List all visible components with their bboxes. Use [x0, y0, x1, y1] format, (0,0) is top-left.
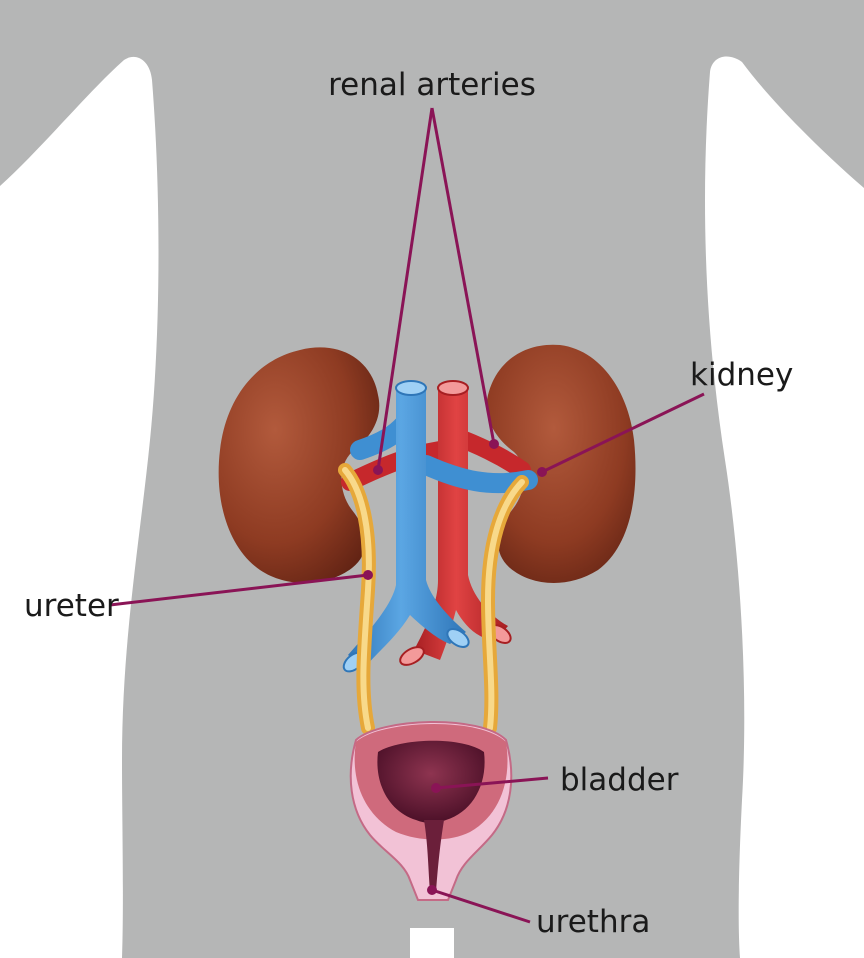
renal-arteries-dot-right — [489, 439, 499, 449]
right-iliac-artery-end — [399, 646, 425, 666]
bladder-lumen — [377, 740, 485, 823]
label-ureter: ureter — [24, 588, 119, 624]
vena-cava-opening — [395, 380, 427, 396]
label-urethra: urethra — [536, 904, 650, 940]
renal-arteries-leader-left — [376, 107, 434, 471]
right-ureter-highlight — [484, 479, 525, 731]
kidney-dot — [537, 467, 547, 477]
leader-endpoints — [363, 439, 547, 895]
urethra-channel — [424, 820, 444, 892]
kidney-leader — [541, 392, 705, 474]
renal-arteries-dot-left — [373, 465, 383, 475]
vena-cava — [348, 388, 466, 668]
leader-lines — [109, 107, 705, 924]
bladder-leader — [435, 776, 549, 790]
aorta-opening — [437, 380, 469, 396]
bladder-dot — [431, 783, 441, 793]
label-kidney: kidney — [690, 357, 793, 393]
ureter-dot — [363, 570, 373, 580]
urethra-leader — [431, 888, 531, 924]
urethra-dot — [427, 885, 437, 895]
left-kidney — [218, 347, 380, 583]
renal-arteries-leader-right — [430, 107, 496, 445]
ureter-leader — [109, 573, 369, 607]
label-renal-arteries: renal arteries — [328, 67, 536, 103]
left-ureter-highlight — [342, 467, 372, 731]
label-bladder: bladder — [560, 762, 679, 798]
left-iliac-vein-end — [446, 628, 470, 648]
aorta — [414, 388, 508, 660]
